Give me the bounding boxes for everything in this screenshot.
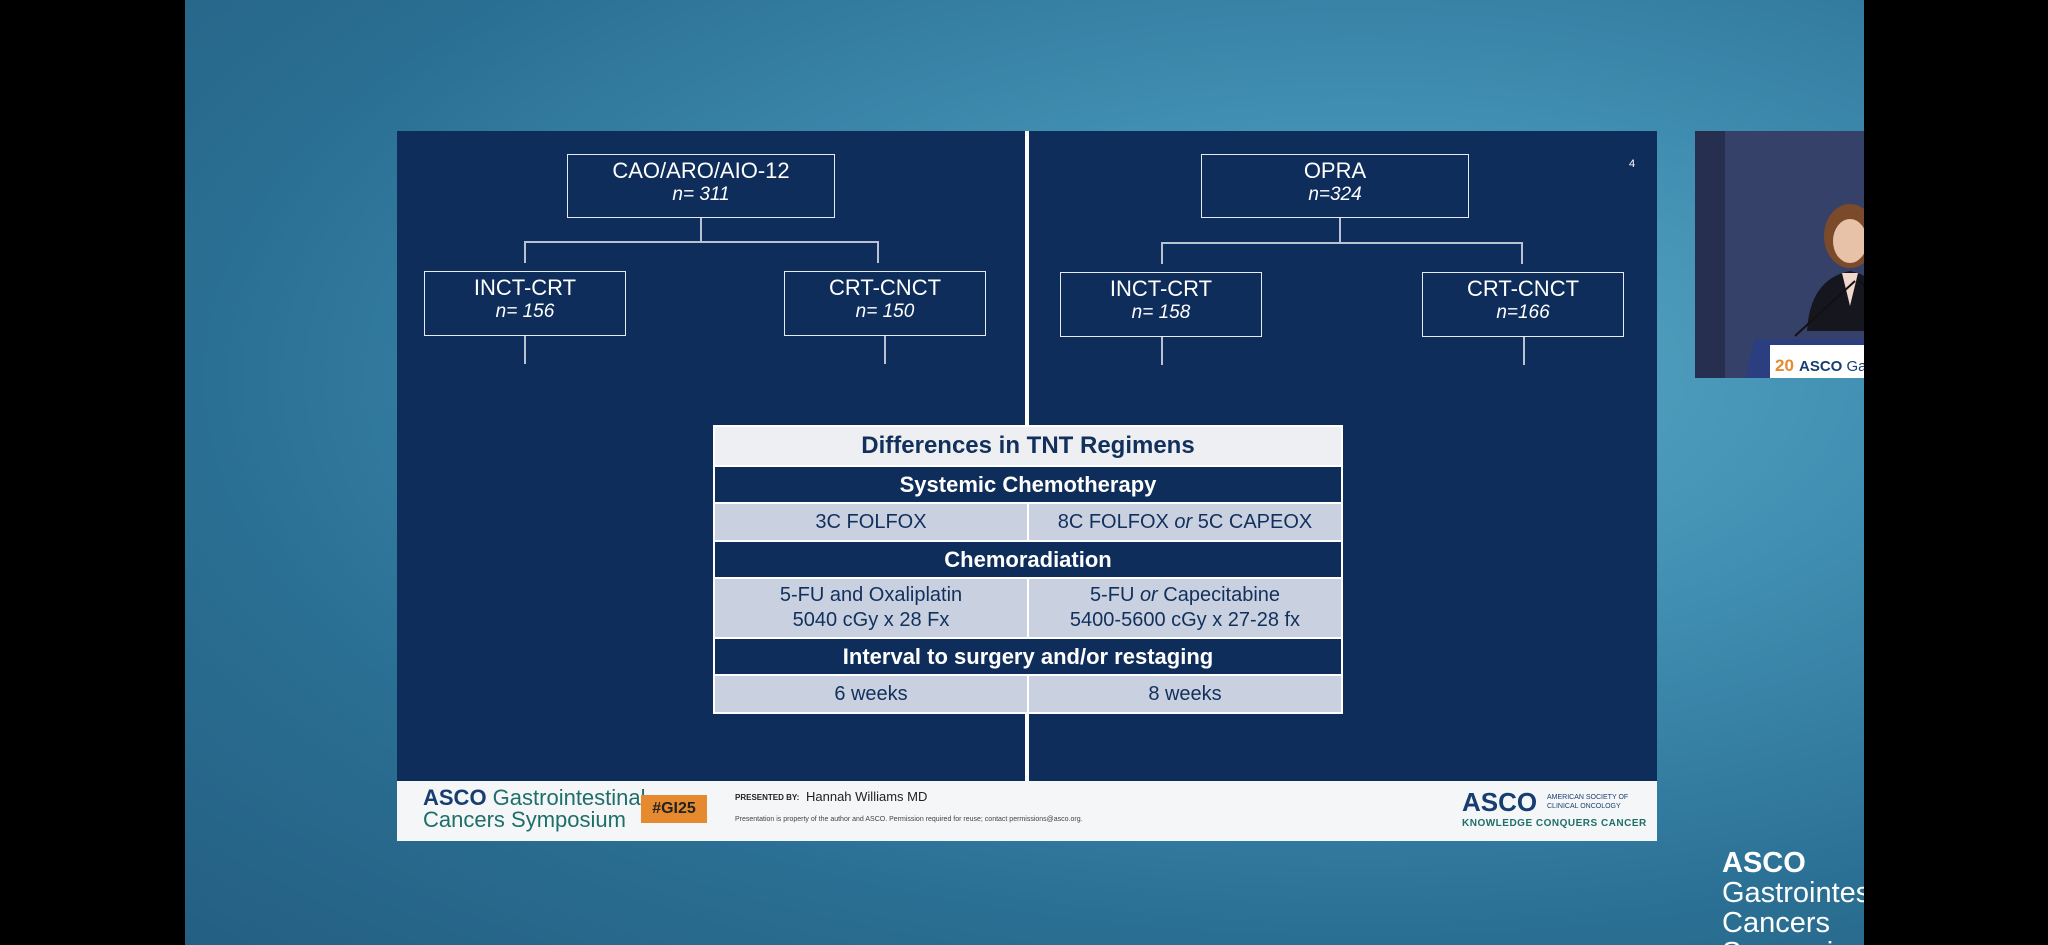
speaker-video: 20 ASCO Gastrointestinal	[1695, 131, 1864, 378]
table-cell: 8C FOLFOX or 5C CAPEOX	[1027, 502, 1343, 542]
slide: 4 CAO/ARO/AIO-12 n= 311 INCT-CRT n= 156 …	[397, 131, 1657, 841]
cell-line: 5040 cGy x 28 Fx	[792, 609, 950, 631]
right-root-box: OPRA n=324	[1201, 154, 1469, 218]
left-arm1-box: INCT-CRT n= 156	[424, 271, 626, 336]
tagline: KNOWLEDGE CONQUERS CANCER	[1462, 818, 1647, 829]
right-arm1-title: INCT-CRT	[1109, 276, 1213, 301]
left-arm1-title: INCT-CRT	[473, 275, 577, 300]
podium-logo-year: 20	[1775, 356, 1794, 375]
cell-text-em: or	[1174, 510, 1193, 533]
left-root-box: CAO/ARO/AIO-12 n= 311	[567, 154, 835, 218]
cell-text: 5C CAPEOX	[1192, 510, 1313, 533]
left-root-title: CAO/ARO/AIO-12	[612, 158, 790, 183]
connector	[1161, 242, 1523, 244]
connector	[877, 241, 879, 263]
symposium-logo: ASCO Gastrointestinal Cancers Symposium	[423, 787, 646, 831]
brand-text: Cancers Symposium	[1722, 907, 1864, 945]
copyright-note: Presentation is property of the author a…	[735, 816, 1083, 823]
right-arm2-n: n=166	[1496, 302, 1550, 323]
logo-asco: ASCO	[423, 785, 487, 810]
logo-text: Cancers Symposium	[423, 807, 626, 832]
connector	[1161, 337, 1163, 365]
society-name: AMERICAN SOCIETY OF CLINICAL ONCOLOGY	[1547, 794, 1629, 810]
brand-text: Gastrointestinal	[1722, 877, 1864, 909]
connector	[1339, 218, 1341, 242]
section-heading: Systemic Chemotherapy	[713, 465, 1343, 504]
table-cell: 5-FU and Oxaliplatin 5040 cGy x 28 Fx	[713, 577, 1029, 639]
right-root-n: n=324	[1308, 184, 1362, 205]
brand-asco: ASCO	[1722, 847, 1806, 879]
stage-brand-logo: ASCO Gastrointestinal Cancers Symposium	[1722, 848, 1864, 945]
podium-logo-asco: ASCO	[1799, 358, 1843, 375]
asco-logo: ASCO	[1462, 787, 1538, 817]
presented-by-label: PRESENTED BY:	[735, 793, 800, 802]
cell-line: 5-FU and Oxaliplatin	[779, 584, 963, 606]
podium-logo-rest: Gastrointestinal	[1842, 358, 1864, 375]
connector	[884, 336, 886, 364]
connector	[524, 241, 879, 243]
cell-text-em: or	[1139, 584, 1158, 606]
right-arm1-box: INCT-CRT n= 158	[1060, 272, 1262, 337]
section-heading: Interval to surgery and/or restaging	[713, 637, 1343, 676]
cell-text: 8C FOLFOX	[1057, 510, 1175, 533]
left-root-n: n= 311	[672, 184, 730, 205]
table-cell: 6 weeks	[713, 674, 1029, 714]
left-arm2-n: n= 150	[855, 301, 915, 322]
table-title: Differences in TNT Regimens	[713, 425, 1343, 467]
section-heading: Chemoradiation	[713, 540, 1343, 579]
right-root-title: OPRA	[1303, 158, 1367, 183]
right-arm2-title: CRT-CNCT	[1466, 276, 1580, 301]
logo-text: Gastrointestinal	[486, 785, 646, 810]
podium-logo-text: ASCO Gastrointestinal	[1799, 358, 1864, 375]
connector	[700, 218, 702, 242]
cell-text: Capecitabine	[1157, 584, 1281, 606]
left-arm1-n: n= 156	[495, 301, 555, 322]
slide-number: 4	[1629, 158, 1636, 170]
table-cell: 5-FU or Capecitabine 5400-5600 cGy x 27-2…	[1027, 577, 1343, 639]
tnt-regimens-table: Differences in TNT Regimens Systemic Che…	[713, 425, 1343, 714]
presentation-stage: 4 CAO/ARO/AIO-12 n= 311 INCT-CRT n= 156 …	[185, 0, 1864, 945]
table-cell: 8 weeks	[1027, 674, 1343, 714]
slide-footer: ASCO Gastrointestinal Cancers Symposium …	[397, 781, 1657, 841]
connector	[1161, 242, 1163, 264]
right-arm2-box: CRT-CNCT n=166	[1422, 272, 1624, 337]
connector	[1521, 242, 1523, 264]
hashtag-badge: #GI25	[641, 795, 707, 823]
right-arm1-n: n= 158	[1131, 302, 1191, 323]
connector	[524, 336, 526, 364]
connector	[524, 241, 526, 263]
left-arm2-title: CRT-CNCT	[828, 275, 942, 300]
table-cell: 3C FOLFOX	[713, 502, 1029, 542]
speaker-video-image: 20 ASCO Gastrointestinal	[1695, 131, 1864, 378]
cell-line: 5400-5600 cGy x 27-28 fx	[1069, 609, 1301, 631]
connector	[1523, 337, 1525, 365]
presenter-name: Hannah Williams MD	[806, 789, 928, 804]
left-arm2-box: CRT-CNCT n= 150	[784, 271, 986, 336]
cell-text: 5-FU	[1089, 584, 1140, 606]
